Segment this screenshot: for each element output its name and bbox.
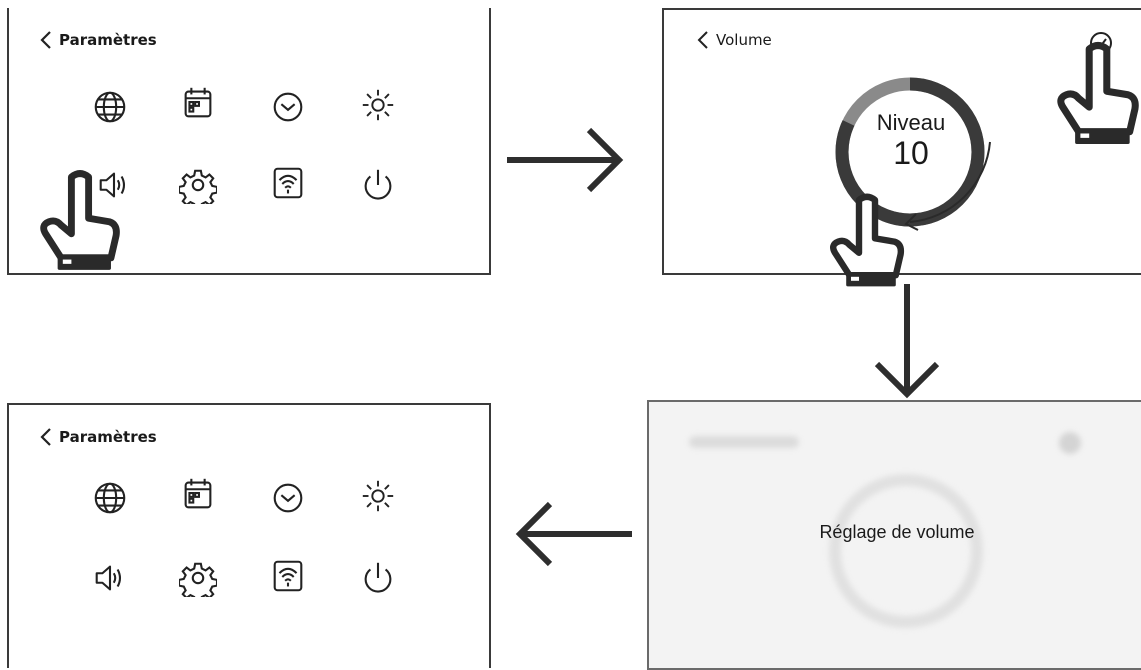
level-value: 10	[893, 135, 929, 171]
clock-icon[interactable]	[269, 88, 307, 126]
globe-icon[interactable]	[91, 88, 129, 126]
flow-arrow-left-icon	[515, 501, 632, 567]
settings-screen-1: Paramètres	[7, 8, 491, 275]
chevron-left-icon	[40, 31, 51, 49]
confirmation-message: Réglage de volume	[819, 522, 975, 542]
blurred-background	[649, 402, 1141, 668]
calendar-icon[interactable]	[179, 475, 217, 513]
level-readout: Niveau 10	[836, 110, 986, 170]
back-nav[interactable]: Volume	[696, 30, 772, 50]
level-label: Niveau	[876, 110, 946, 135]
page-title: Paramètres	[59, 31, 157, 49]
drag-direction-arrow	[909, 141, 991, 223]
power-icon[interactable]	[359, 166, 397, 204]
volume-screen: Volume	[662, 8, 1141, 275]
brightness-icon[interactable]	[359, 86, 397, 124]
gear-icon[interactable]	[179, 559, 217, 597]
tap-hand-icon	[1054, 40, 1141, 146]
back-nav[interactable]: Paramètres	[39, 30, 157, 50]
gear-icon[interactable]	[179, 166, 217, 204]
volume-confirmation-screen: Réglage de volume	[647, 400, 1141, 670]
drag-hand-icon	[822, 192, 912, 288]
back-nav[interactable]: Paramètres	[39, 427, 157, 447]
wifi-icon[interactable]	[269, 164, 307, 202]
globe-icon[interactable]	[91, 479, 129, 517]
wifi-icon[interactable]	[269, 557, 307, 595]
flow-arrow-right-icon	[507, 127, 624, 193]
volume-level-ring[interactable]	[820, 62, 1020, 242]
page-title: Paramètres	[59, 428, 157, 446]
chevron-left-icon	[40, 428, 51, 446]
chevron-left-icon	[697, 31, 708, 49]
flow-arrow-down-icon	[874, 284, 940, 399]
calendar-icon[interactable]	[179, 84, 217, 122]
tap-hand-icon	[37, 168, 123, 272]
brightness-icon[interactable]	[359, 477, 397, 515]
speaker-icon[interactable]	[91, 559, 129, 597]
clock-icon[interactable]	[269, 479, 307, 517]
power-icon[interactable]	[359, 559, 397, 597]
settings-screen-2: Paramètres	[7, 403, 491, 668]
arrowhead	[904, 213, 919, 231]
page-title: Volume	[716, 31, 772, 49]
